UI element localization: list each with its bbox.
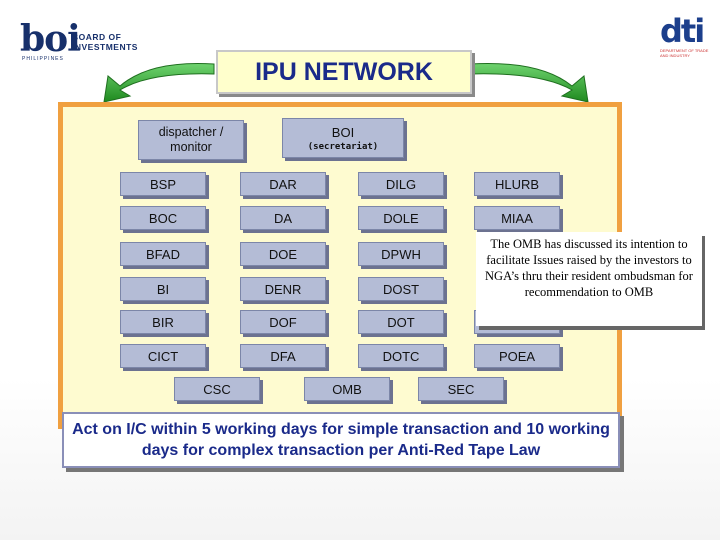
- agency-hlurb: HLURB: [474, 172, 560, 196]
- agency-bfad: BFAD: [120, 242, 206, 266]
- agency-boc: BOC: [120, 206, 206, 230]
- dti-logo: dti: [660, 12, 705, 50]
- page-title: IPU NETWORK: [255, 57, 433, 86]
- agency-dotc: DOTC: [358, 344, 444, 368]
- boi-logo-text: boi: [20, 18, 81, 60]
- agency-dilg: DILG: [358, 172, 444, 196]
- agency-da: DA: [240, 206, 326, 230]
- boi-logo: boi: [20, 18, 81, 60]
- boi-box: BOI (secretariat): [282, 118, 404, 158]
- agency-csc: CSC: [174, 377, 260, 401]
- boi-logo-caption: BOARD OF INVESTMENTS: [72, 32, 138, 52]
- agency-dole: DOLE: [358, 206, 444, 230]
- agency-bsp: BSP: [120, 172, 206, 196]
- boi-box-name: BOI: [331, 124, 355, 140]
- agency-omb: OMB: [304, 377, 390, 401]
- left-curved-arrow: [103, 63, 215, 103]
- agency-dfa: DFA: [240, 344, 326, 368]
- agency-miaa: MIAA: [474, 206, 560, 230]
- boi-box-role: (secretariat): [307, 141, 379, 152]
- agency-dpwh: DPWH: [358, 242, 444, 266]
- agency-dost: DOST: [358, 277, 444, 301]
- agency-bir: BIR: [120, 310, 206, 334]
- title-banner: IPU NETWORK: [216, 50, 472, 94]
- agency-dar: DAR: [240, 172, 326, 196]
- agency-poea: POEA: [474, 344, 560, 368]
- agency-denr: DENR: [240, 277, 326, 301]
- boi-logo-country: PHILIPPINES: [22, 56, 64, 62]
- agency-dot: DOT: [358, 310, 444, 334]
- agency-bi: BI: [120, 277, 206, 301]
- agency-sec: SEC: [418, 377, 504, 401]
- agency-doe: DOE: [240, 242, 326, 266]
- omb-callout-note: The OMB has discussed its intention to f…: [476, 232, 702, 326]
- boi-logo-line2: INVESTMENTS: [72, 42, 138, 52]
- boi-logo-line1: BOARD OF: [72, 32, 122, 42]
- dti-logo-tagline: DEPARTMENT OF TRADE AND INDUSTRY: [660, 48, 709, 58]
- footer-banner: Act on I/C within 5 working days for sim…: [62, 412, 620, 468]
- agency-cict: CICT: [120, 344, 206, 368]
- agency-dof: DOF: [240, 310, 326, 334]
- right-curved-arrow: [469, 63, 589, 103]
- dispatcher-box: dispatcher / monitor: [138, 120, 244, 160]
